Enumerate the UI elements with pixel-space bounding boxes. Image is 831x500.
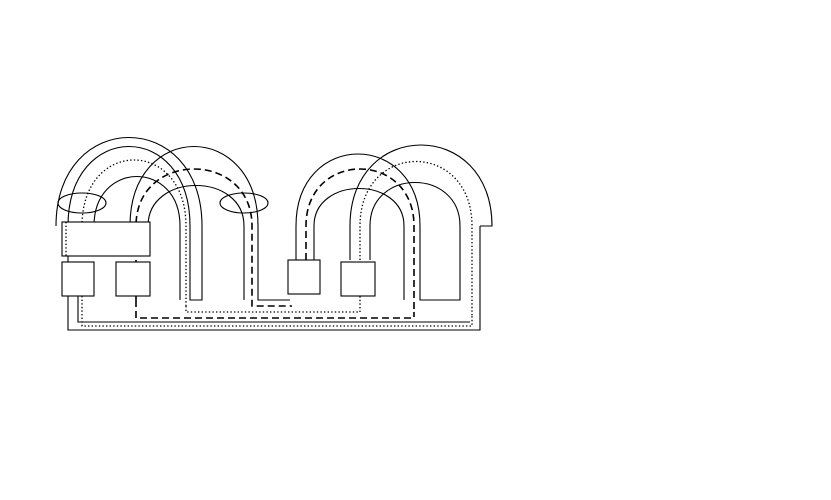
arch-2-outer [129,146,290,301]
arch-2-inner [147,185,245,300]
box-1 [61,261,95,297]
arch-2-dashed-path [135,168,292,307]
base-channel-inner [77,296,470,323]
box-3 [287,259,321,295]
ring-middle [219,192,269,214]
arch-4-inner [369,182,461,301]
arch-1-inner [93,176,181,300]
ring-left [57,192,107,214]
bottom-dotted-path-1 [185,296,361,313]
arch-4-outer [349,144,493,260]
arch-3-inner [313,187,405,300]
bottom-dotted-path-2 [81,296,473,327]
box-4 [340,261,376,297]
arch-4-dotted-guide [359,161,473,316]
left-wide-block [61,221,151,257]
arch-3-outer [295,153,432,301]
arch-3-dashed-path [305,168,415,312]
box-2 [115,261,151,297]
bottom-dashed-path [135,300,415,319]
arch-1-dotted-guide [81,159,187,306]
arch-1-outer [55,136,203,301]
